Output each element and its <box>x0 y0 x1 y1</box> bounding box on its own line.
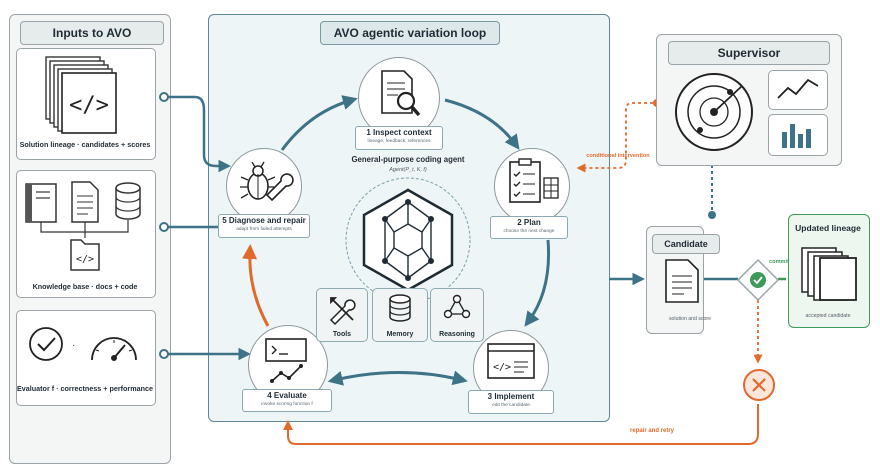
trend-chart-icon <box>777 78 819 99</box>
repair-label: repair and retry <box>629 428 675 434</box>
step-5-label: 5 Diagnose and repair adapt from failed … <box>218 214 310 238</box>
evaluator-caption: Evaluator f · correctness + performance <box>16 384 153 393</box>
reject-icon <box>743 369 775 401</box>
step-1-title: 1 Inspect context <box>366 128 432 137</box>
step-5-sub: adapt from failed attempts <box>236 227 292 232</box>
step-1-sub: lineage, feedback, references <box>367 139 431 144</box>
trend-card <box>768 70 828 110</box>
reasoning-card: Reasoning <box>430 288 484 342</box>
commit-gate <box>736 258 780 302</box>
implement-icon: </> <box>487 343 535 379</box>
inspect-icon <box>381 70 421 117</box>
candidate-title: Candidate <box>652 234 720 254</box>
tools-card: Tools <box>316 288 368 342</box>
step-5-title: 5 Diagnose and repair <box>222 216 306 225</box>
intervention-label: conditional intervention <box>586 153 650 159</box>
commit-label: commit <box>769 259 789 265</box>
supervisor-title: Supervisor <box>668 41 830 65</box>
step-3-sub: edit the candidate <box>492 403 530 408</box>
step-4-title: 4 Evaluate <box>267 391 307 400</box>
inputs-title: Inputs to AVO <box>20 21 164 45</box>
step-4-label: 4 Evaluate invoke scoring function f <box>242 389 332 412</box>
step-2-sub: choose the next change <box>503 229 555 234</box>
svg-text:</>: </> <box>493 362 511 373</box>
candidate-sub: solution and score <box>668 316 712 322</box>
memory-card: Memory <box>372 288 428 342</box>
candidate-doc-icon <box>665 259 699 303</box>
step-2-label: 2 Plan choose the next change <box>490 216 568 239</box>
gauge-icon <box>91 337 137 361</box>
reasoning-label: Reasoning <box>439 331 475 338</box>
step-3-title: 3 Implement <box>487 392 535 401</box>
evaluate-icon <box>265 338 307 383</box>
reasoning-icon <box>443 294 471 319</box>
step-4-sub: invoke scoring function f <box>261 402 313 407</box>
book-icon <box>25 183 57 223</box>
database-icon <box>115 182 141 220</box>
document-icon <box>71 181 99 223</box>
svg-text:</>: </> <box>76 254 94 265</box>
knowledge-caption: Knowledge base · docs + code <box>32 282 138 291</box>
step-1-label: 1 Inspect context lineage, feedback, ref… <box>355 126 443 150</box>
tools-icon <box>329 297 356 326</box>
svg-text:</>: </> <box>69 93 109 118</box>
updated-title: Updated lineage <box>795 223 861 233</box>
knowledge-icons: </> <box>25 181 141 271</box>
agent-hexagon <box>345 177 471 303</box>
code-stack-icon: </> <box>45 56 117 134</box>
loop-title: AVO agentic variation loop <box>320 21 500 45</box>
code-folder-icon: </> <box>70 239 100 271</box>
step-3-label: 3 Implement edit the candidate <box>468 390 554 414</box>
lineage-stack-icon <box>801 247 857 301</box>
radar-icon <box>675 73 753 151</box>
bug-wrench-icon <box>240 161 294 202</box>
memory-label: Memory <box>386 331 414 338</box>
check-icon <box>29 327 63 361</box>
tools-label: Tools <box>332 331 352 338</box>
check-gauge-icons: · <box>29 327 137 361</box>
updated-sub: accepted candidate <box>805 313 851 319</box>
agent-label: General-purpose coding agent <box>351 155 465 164</box>
agent-sub: Agent(P_t, K, f) <box>389 167 427 173</box>
plan-icon <box>509 158 559 203</box>
step-2-title: 2 Plan <box>517 218 541 227</box>
bar-chart-icon <box>782 124 811 148</box>
svg-text:·: · <box>72 340 75 351</box>
lineage-caption: Solution lineage · candidates + scores <box>19 140 151 149</box>
memory-icon <box>389 294 411 322</box>
